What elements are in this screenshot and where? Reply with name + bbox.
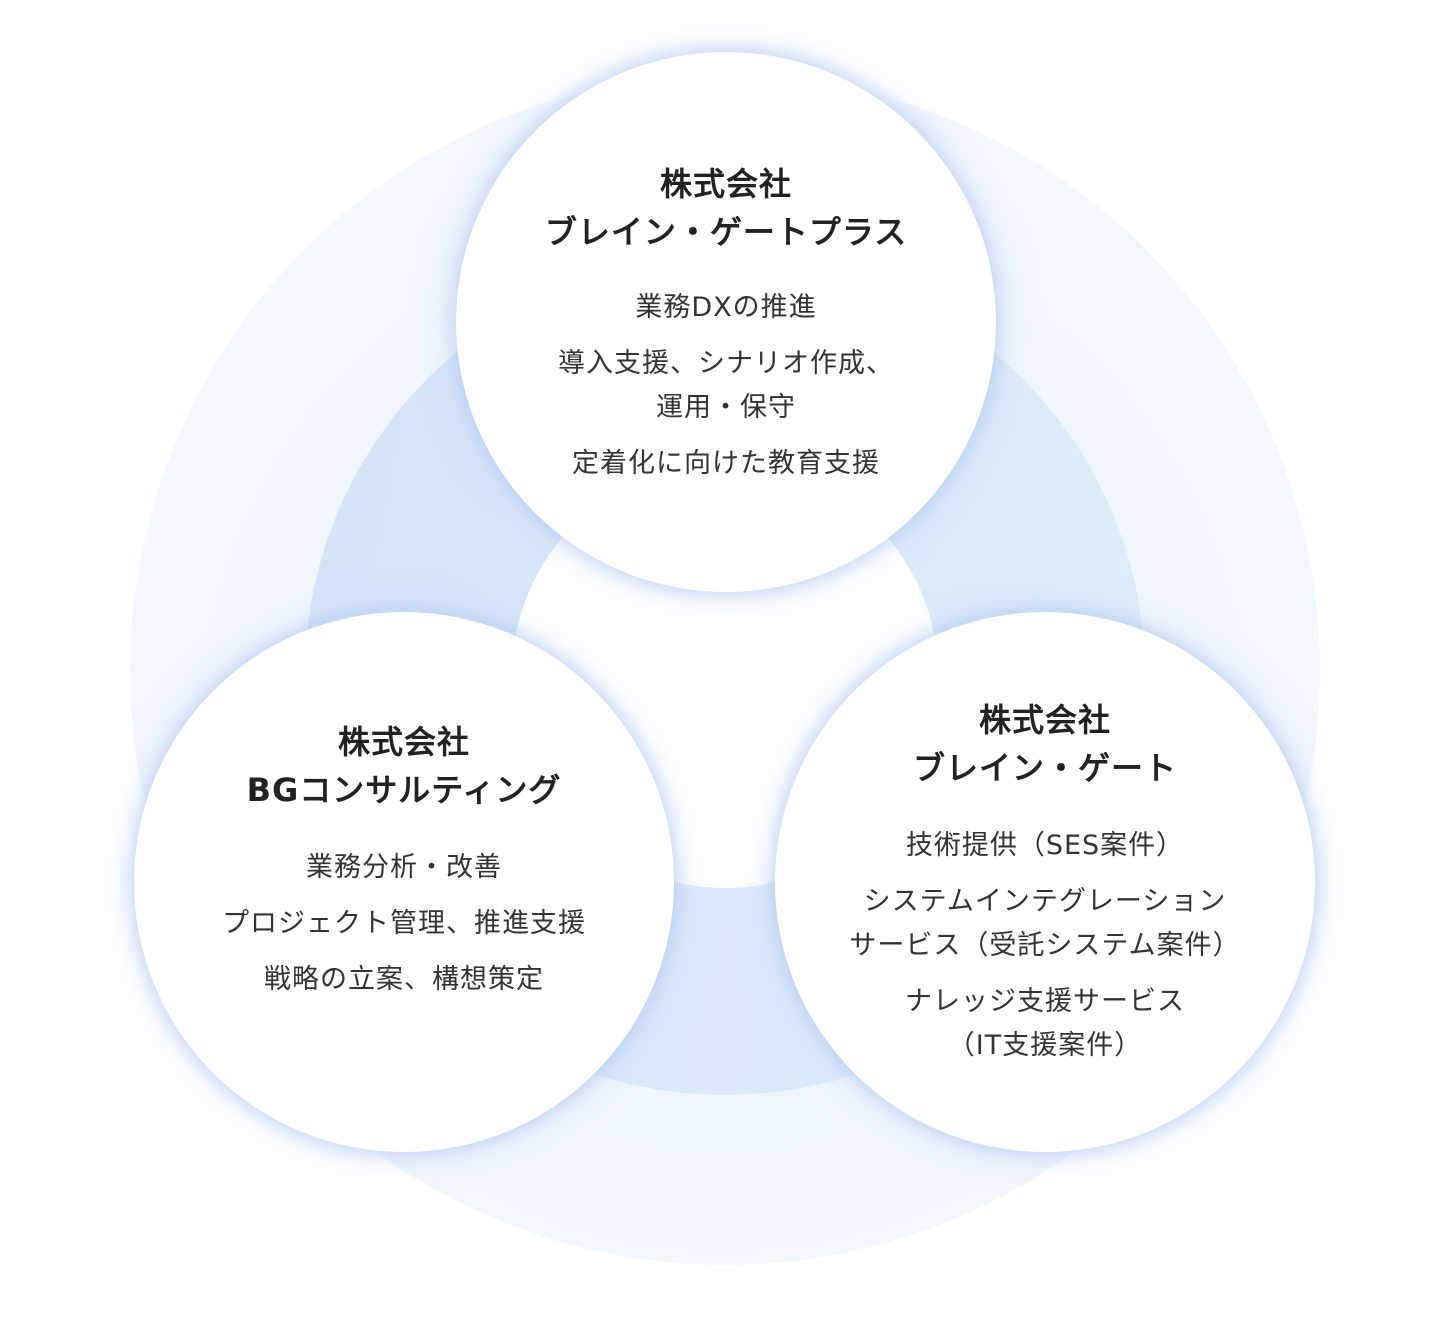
service-item: 戦略の立案、構想策定 (264, 964, 544, 995)
company-type-label: 株式会社 (659, 165, 792, 203)
company-type-label: 株式会社 (337, 723, 470, 761)
service-list: 業務分析・改善 プロジェクト管理、推進支援 戦略の立案、構想策定 (134, 846, 674, 1014)
service-item: プロジェクト管理、推進支援 (222, 908, 586, 939)
service-item: 技術提供（SES案件） (905, 830, 1185, 861)
company-name: 株式会社 ブレイン・ゲート (775, 696, 1315, 792)
service-item: 業務分析・改善 (306, 852, 502, 883)
service-item: 業務DXの推進 (635, 292, 817, 323)
service-list: 技術提供（SES案件） システムインテグレーション サービス（受託システム案件）… (775, 824, 1315, 1080)
company-title: ブレイン・ゲート (912, 749, 1177, 787)
company-title: ブレイン・ゲートプラス (544, 213, 908, 251)
company-name: 株式会社 BGコンサルティング (134, 718, 674, 814)
company-circle-bg-consulting: 株式会社 BGコンサルティング 業務分析・改善 プロジェクト管理、推進支援 戦略… (134, 612, 674, 1152)
company-title: BGコンサルティング (246, 771, 562, 809)
company-name: 株式会社 ブレイン・ゲートプラス (456, 160, 996, 256)
service-item: システムインテグレーション サービス（受託システム案件） (849, 886, 1241, 961)
company-circle-brain-gate: 株式会社 ブレイン・ゲート 技術提供（SES案件） システムインテグレーション … (775, 612, 1315, 1152)
company-circle-brain-gate-plus: 株式会社 ブレイン・ゲートプラス 業務DXの推進 導入支援、シナリオ作成、 運用… (456, 52, 996, 592)
service-item: 定着化に向けた教育支援 (572, 448, 880, 479)
company-type-label: 株式会社 (978, 701, 1111, 739)
service-item: ナレッジ支援サービス （IT支援案件） (905, 986, 1185, 1061)
service-item: 導入支援、シナリオ作成、 運用・保守 (558, 348, 894, 423)
service-list: 業務DXの推進 導入支援、シナリオ作成、 運用・保守 定着化に向けた教育支援 (456, 286, 996, 498)
